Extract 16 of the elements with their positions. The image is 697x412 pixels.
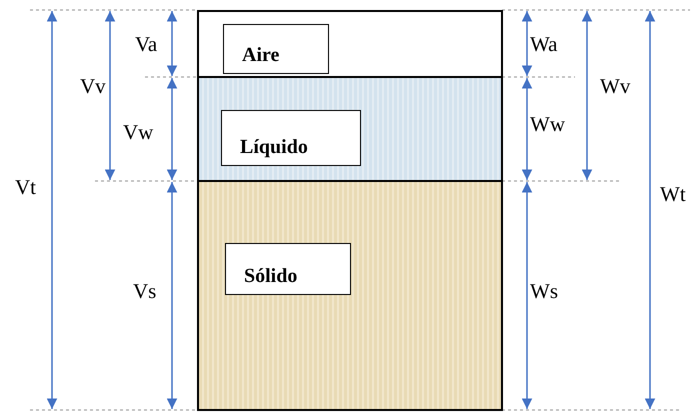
- dimension-label: Wt: [660, 182, 686, 207]
- dimension-label: Ws: [530, 279, 558, 304]
- layer-band: [197, 10, 503, 78]
- dimension-label: Ww: [530, 112, 565, 137]
- label-box: Líquido: [221, 110, 361, 166]
- dimension-label: Wv: [600, 74, 630, 99]
- dimension-label: Vv: [80, 74, 106, 99]
- dimension-label: Wa: [530, 32, 558, 57]
- label-box: Aire: [223, 24, 329, 74]
- dimension-label: Vt: [15, 175, 36, 200]
- label-box: Sólido: [225, 243, 351, 295]
- layer-band: [197, 180, 503, 411]
- layer-band: [197, 76, 503, 182]
- dimension-label: Va: [135, 32, 158, 57]
- dimension-label: Vw: [123, 120, 154, 145]
- dimension-label: Vs: [133, 279, 156, 304]
